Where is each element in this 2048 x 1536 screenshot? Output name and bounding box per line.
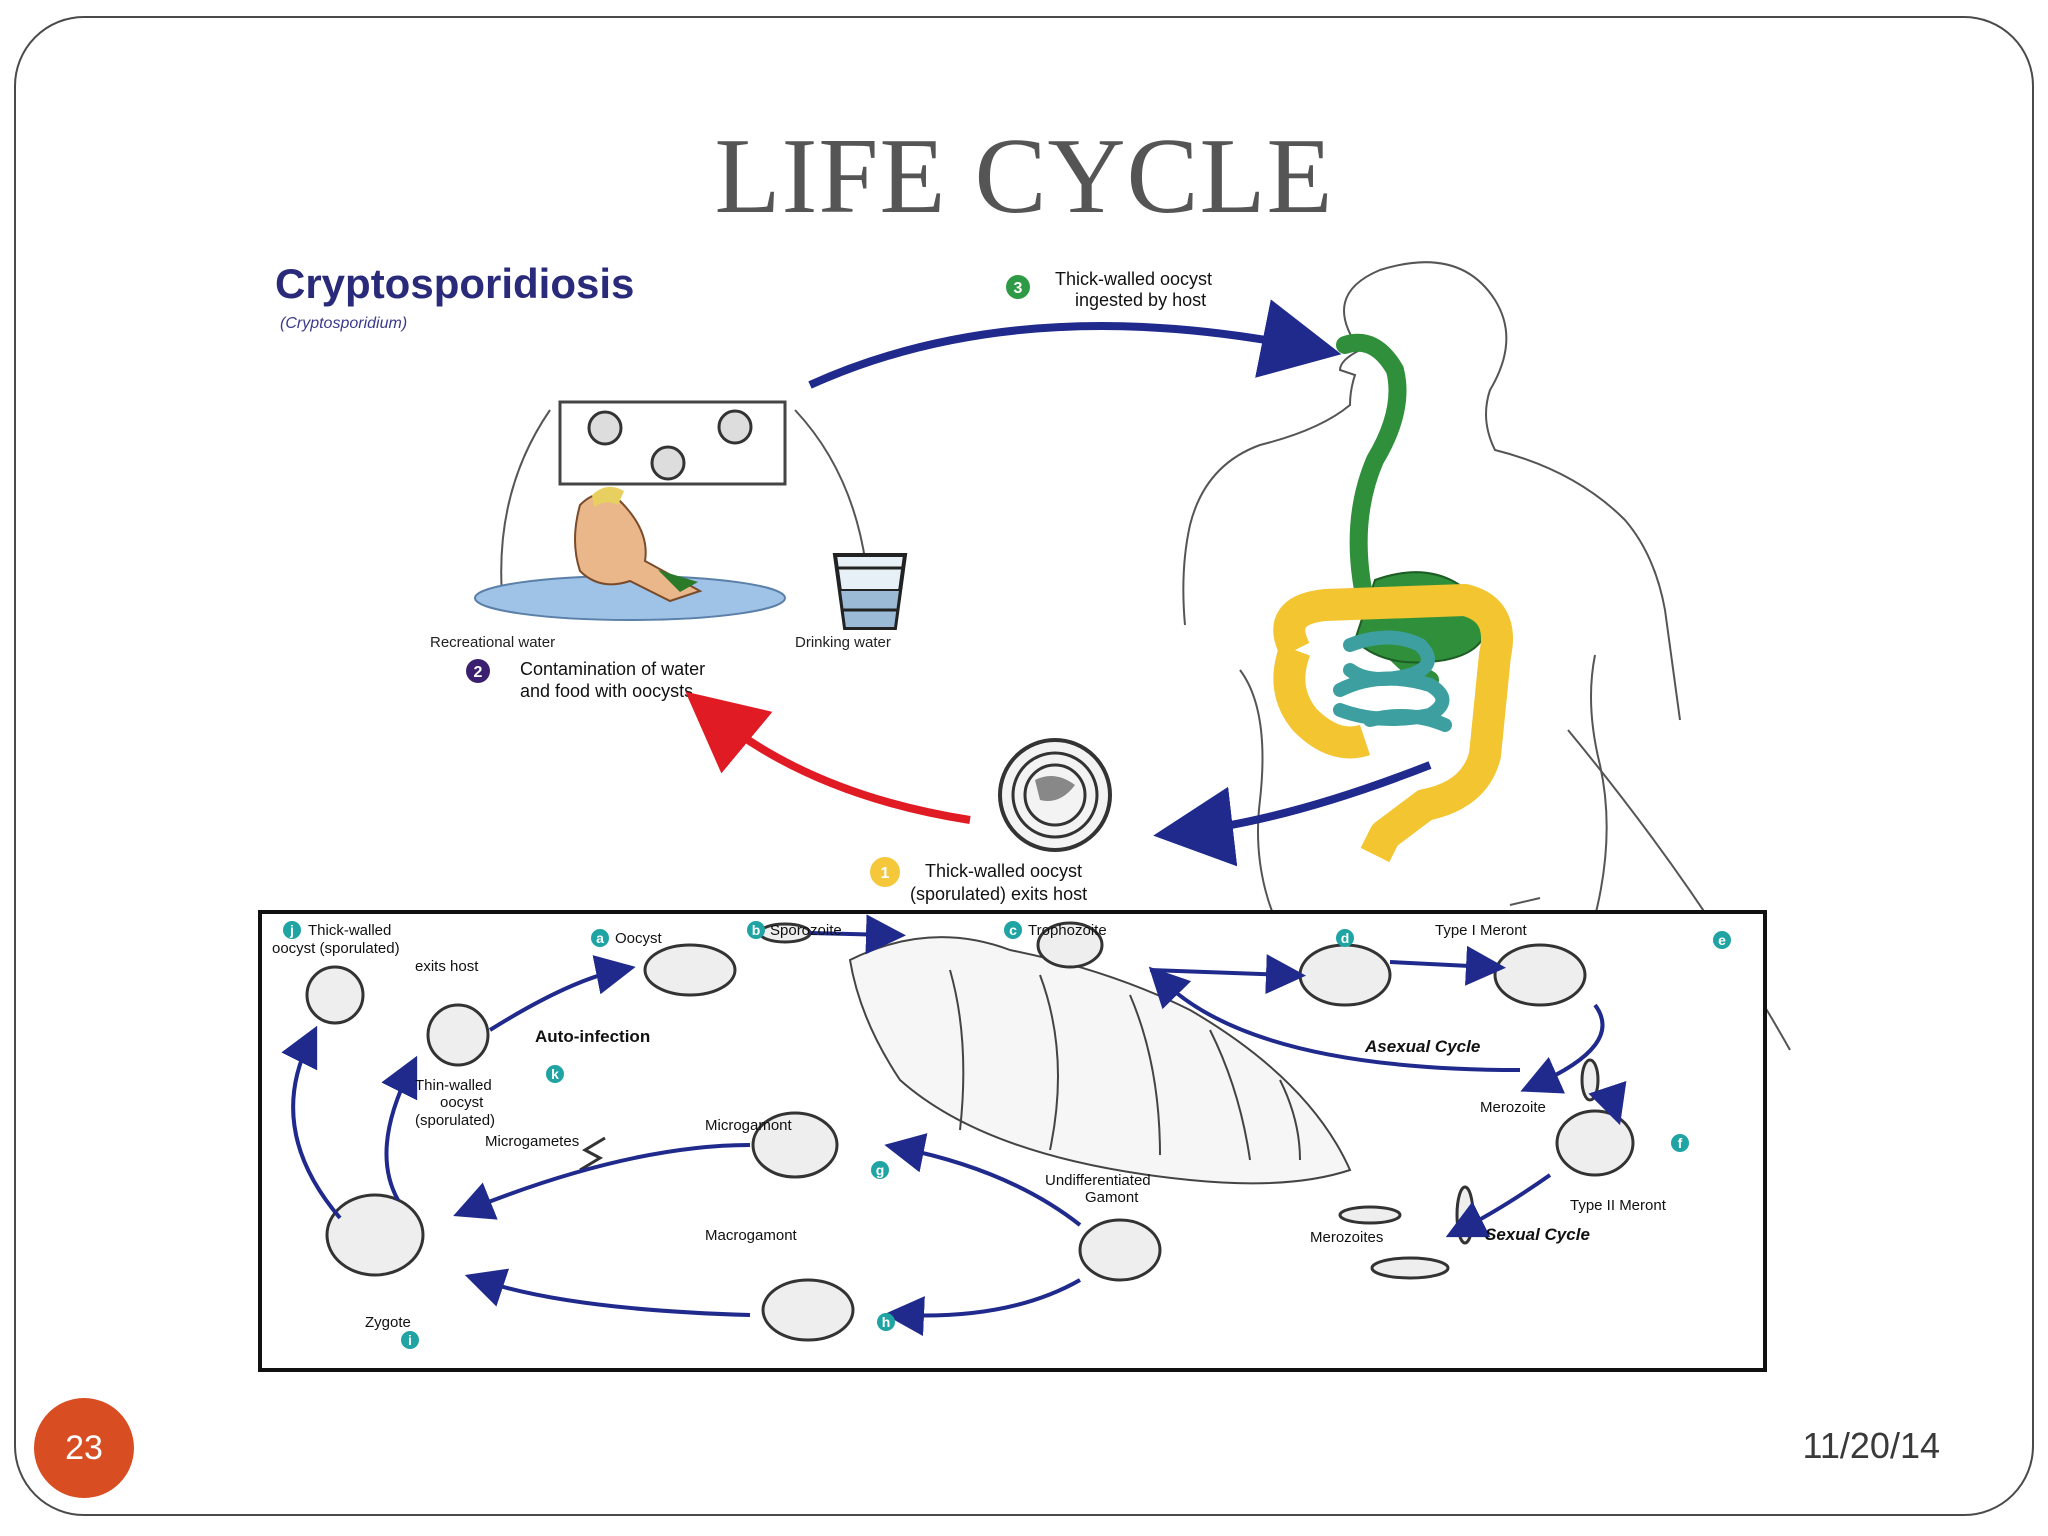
- badge-a: a: [591, 929, 609, 947]
- stage-d-meront: [1298, 943, 1392, 1007]
- diagram-heading: Cryptosporidiosis: [275, 260, 634, 307]
- slide-number-badge: 23: [34, 1398, 134, 1498]
- slide-date: 11/20/14: [1802, 1425, 1940, 1466]
- arrow-to-contamination: [685, 691, 971, 824]
- label-type-ii-meront: Type II Meront: [1570, 1197, 1667, 1214]
- step1-number: 1: [881, 865, 890, 882]
- step1-label: 1 Thick-walled oocyst (sporulated) exits…: [870, 857, 1087, 904]
- step1-line1: Thick-walled oocyst: [925, 861, 1082, 881]
- inset-badges: j a b c d e f g h i k: [283, 921, 1731, 1349]
- stage-a-oocyst: [643, 943, 737, 997]
- badge-k: k: [546, 1065, 564, 1083]
- diagram-subheading: (Cryptosporidium): [280, 315, 407, 332]
- badge-b-letter: b: [752, 922, 761, 938]
- recreational-water-pool: [474, 575, 786, 621]
- badge-a-letter: a: [596, 930, 604, 946]
- badge-g-letter: g: [876, 1162, 885, 1178]
- cryptosporidiosis-life-cycle-diagram: Cryptosporidiosis (Cryptosporidium) 3 Th…: [258, 260, 1791, 1372]
- label-a: Oocyst: [615, 930, 663, 947]
- stage-f-meront: [1555, 1109, 1635, 1177]
- small-intestine: [1333, 630, 1452, 732]
- step1-line2: (sporulated) exits host: [910, 884, 1087, 904]
- stage-undifferentiated-gamont: [1078, 1218, 1162, 1282]
- step3-number: 3: [1014, 280, 1023, 297]
- label-microgamont: Microgamont: [705, 1117, 793, 1134]
- badge-f-letter: f: [1678, 1135, 1683, 1151]
- badge-j: j: [283, 921, 301, 939]
- label-j-line2: oocyst (sporulated): [272, 940, 400, 957]
- water-sources: Recreational water Drinking water: [430, 400, 908, 651]
- badge-c: c: [1004, 921, 1022, 939]
- central-oocyst: [998, 738, 1112, 852]
- inset-arrows: [281, 914, 1627, 1337]
- label-sexual-cycle: Sexual Cycle: [1485, 1225, 1590, 1244]
- label-merozoite: Merozoite: [1480, 1099, 1546, 1116]
- recreational-water-label: Recreational water: [430, 634, 555, 651]
- badge-h-letter: h: [882, 1314, 891, 1330]
- label-asexual-cycle: Asexual Cycle: [1364, 1037, 1480, 1056]
- badge-e: e: [1713, 931, 1731, 949]
- drinking-water-label: Drinking water: [795, 634, 891, 651]
- step2-line1: Contamination of water: [520, 659, 705, 679]
- gi-tract: [1273, 333, 1513, 863]
- inset-labels: Thick-walled oocyst (sporulated) exits h…: [272, 922, 1667, 1331]
- label-gamont: Gamont: [1085, 1189, 1139, 1206]
- badge-e-letter: e: [1718, 932, 1726, 948]
- label-k-line3: (sporulated): [415, 1112, 495, 1129]
- stage-g-microgamont: [751, 1111, 839, 1179]
- intestinal-villus: [848, 936, 1352, 1185]
- label-c: Trophozoite: [1028, 922, 1107, 939]
- label-merozoites: Merozoites: [1310, 1229, 1383, 1246]
- step3-line1: Thick-walled oocyst: [1055, 269, 1212, 289]
- badge-i-letter: i: [408, 1332, 412, 1348]
- step2-number: 2: [474, 664, 483, 681]
- label-j-line3: exits host: [415, 958, 479, 975]
- large-intestine: [1273, 584, 1513, 863]
- human-host-outline: [1182, 261, 1681, 966]
- badge-h: h: [877, 1313, 895, 1331]
- arrow-oocyst-exits-host: [1153, 761, 1432, 867]
- slide-title: LIFE CYCLE: [714, 117, 1334, 236]
- badge-k-letter: k: [551, 1066, 559, 1082]
- badge-g: g: [871, 1161, 889, 1179]
- label-microgametes: Microgametes: [485, 1133, 579, 1150]
- badge-d: d: [1336, 929, 1354, 947]
- label-k-line2: oocyst: [440, 1094, 484, 1111]
- badge-c-letter: c: [1009, 922, 1017, 938]
- label-j-line1: Thick-walled: [308, 922, 391, 939]
- badge-i: i: [401, 1331, 419, 1349]
- stage-k-oocyst: [426, 1003, 490, 1067]
- step3-label: 3 Thick-walled oocyst ingested by host: [1006, 269, 1212, 310]
- stage-merozoite: [1580, 1058, 1600, 1102]
- label-macrogamont: Macrogamont: [705, 1227, 798, 1244]
- label-undifferentiated: Undifferentiated: [1045, 1172, 1151, 1189]
- stage-e-meront: [1493, 943, 1587, 1007]
- arrow-to-host: [808, 299, 1342, 389]
- label-zygote: Zygote: [365, 1314, 411, 1331]
- badge-f: f: [1671, 1134, 1689, 1152]
- stage-h-macrogamont: [761, 1278, 855, 1342]
- label-k-line1: Thin-walled: [415, 1077, 492, 1094]
- step2-line2: and food with oocysts.: [520, 681, 698, 701]
- stage-c-trophozoite: [1036, 921, 1104, 969]
- badge-b: b: [747, 921, 765, 939]
- stage-j-oocyst: [305, 965, 365, 1025]
- label-d: Type I Meront: [1435, 922, 1528, 939]
- label-auto-infection: Auto-infection: [535, 1027, 650, 1046]
- badge-d-letter: d: [1341, 930, 1350, 946]
- badge-j-letter: j: [289, 922, 294, 938]
- stage-merozoites: [1370, 1256, 1450, 1280]
- label-b: Sporozoite: [770, 922, 842, 939]
- step3-line2: ingested by host: [1075, 290, 1206, 310]
- stage-i-zygote: [325, 1193, 425, 1277]
- step2-label: 2 Contamination of water and food with o…: [466, 659, 705, 701]
